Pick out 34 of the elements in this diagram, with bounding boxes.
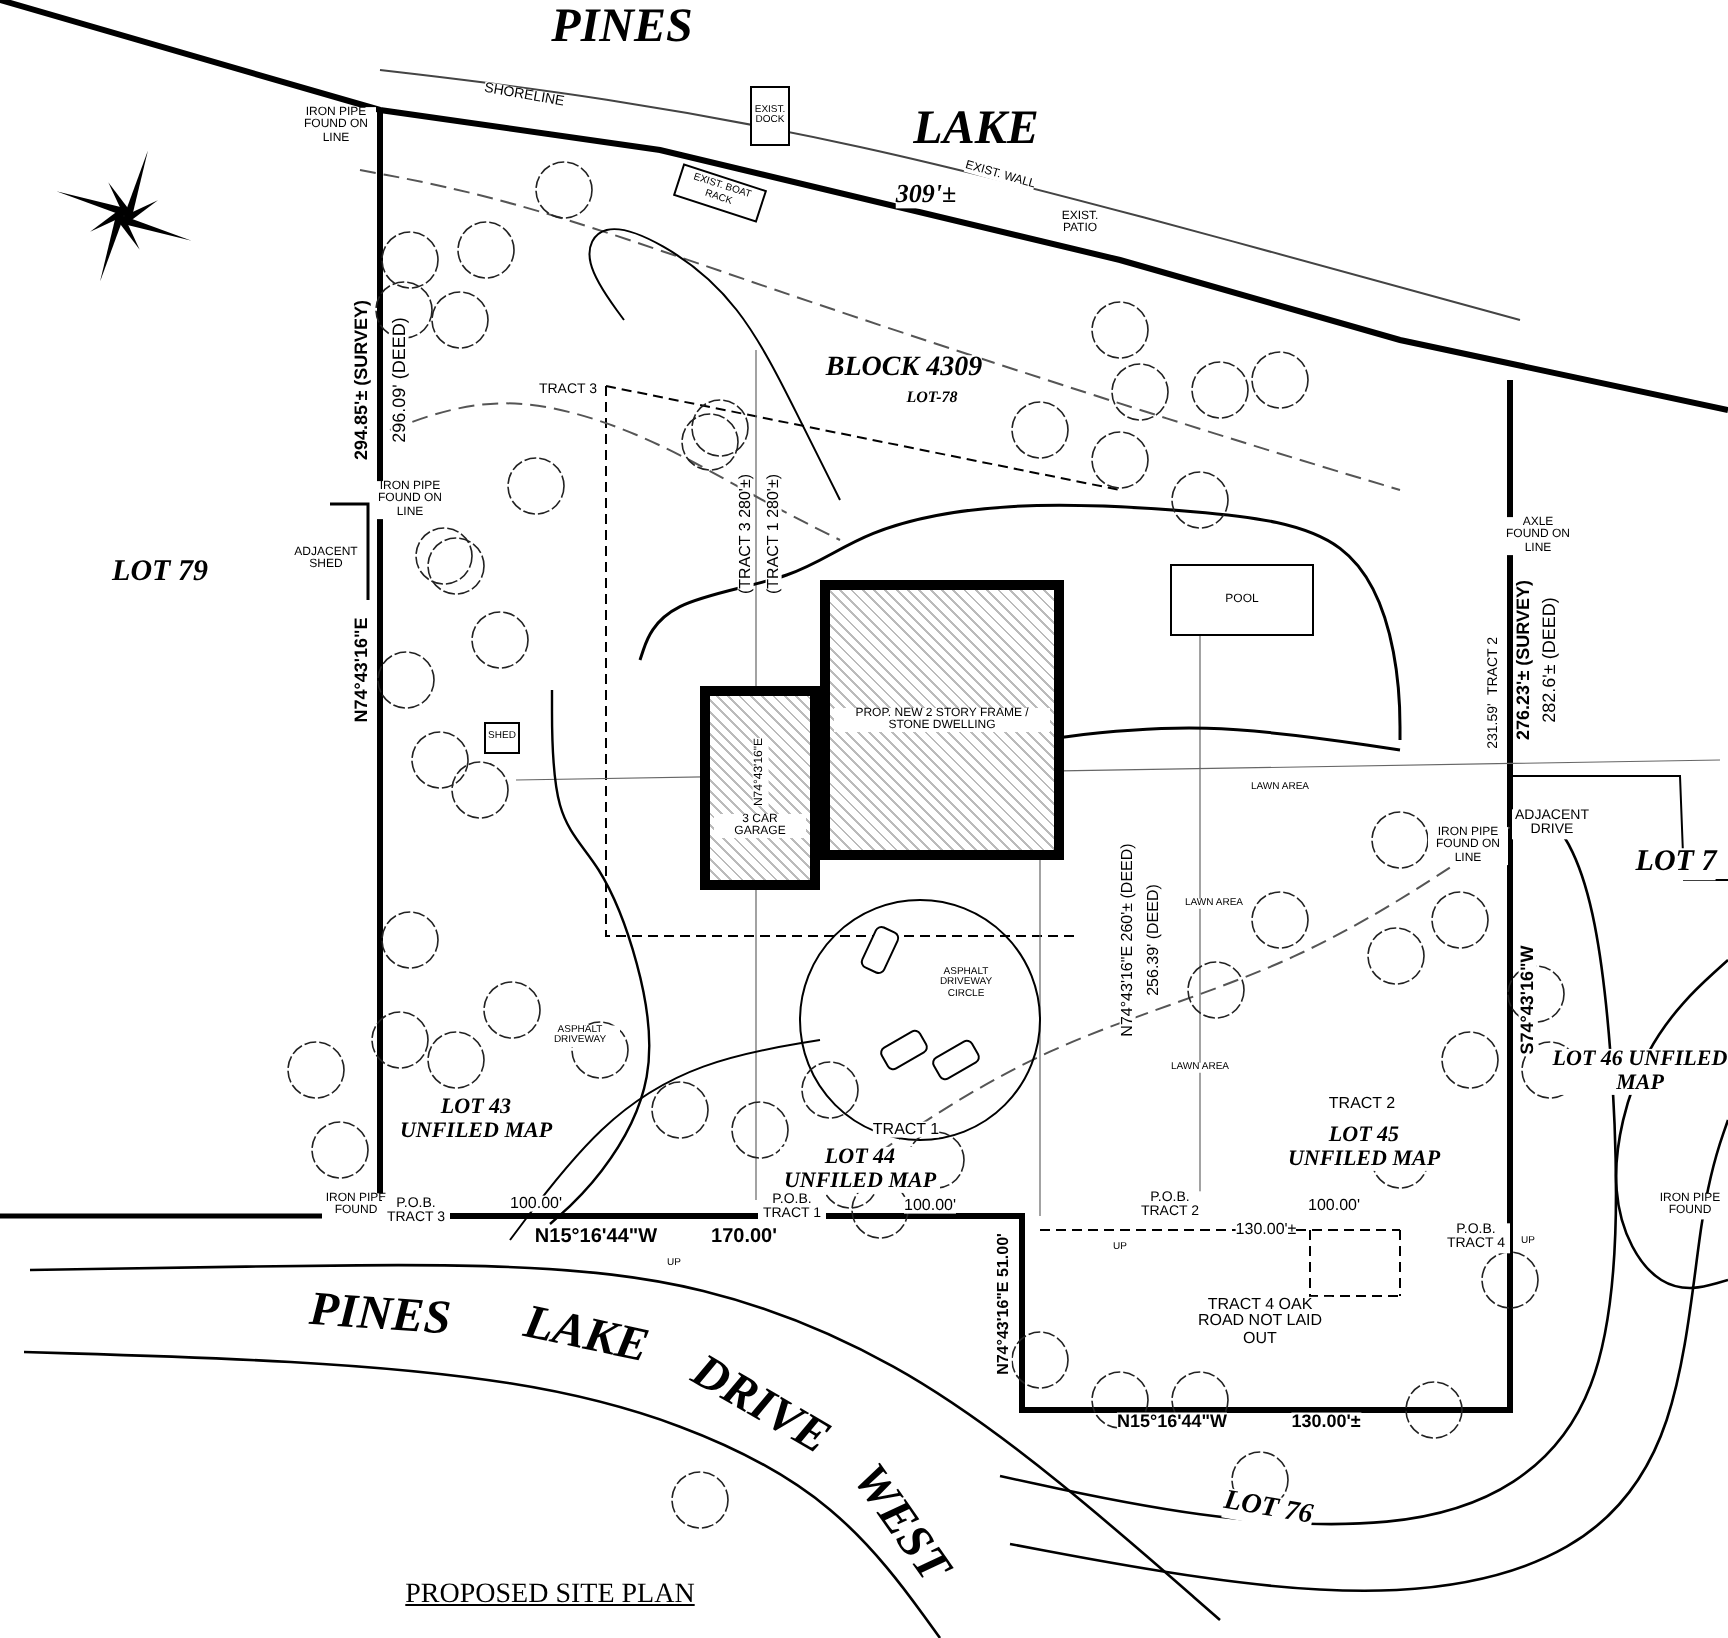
- place-name: LOT 46 UNFILED MAP: [1550, 1048, 1728, 1096]
- dock-box: [750, 86, 790, 146]
- shed-box: [484, 722, 520, 754]
- plan-label: TRACT 2: [1328, 1095, 1396, 1113]
- bearing-label: 294.85'± (SURVEY): [352, 300, 372, 460]
- plan-label: 100.00': [510, 1195, 562, 1213]
- plan-label: 256.39' (DEED): [1145, 884, 1163, 996]
- plan-label: (TRACT 1 280'±): [765, 474, 783, 594]
- place-name: LOT 45 UNFILED MAP: [1284, 1124, 1444, 1172]
- place-name: LOT-78: [906, 389, 958, 407]
- plan-label: 130.00'±: [1235, 1221, 1297, 1239]
- bearing-label: N15°16'44"W: [534, 1227, 658, 1249]
- plan-label: 100.00': [904, 1197, 956, 1215]
- pool-box: [1170, 564, 1314, 636]
- bearing-label: 276.23'± (SURVEY): [1514, 580, 1534, 740]
- place-name: LOT 43 UNFILED MAP: [396, 1096, 556, 1144]
- plan-label: 296.09' (DEED): [390, 317, 410, 443]
- bearing-label: N74°43'16"E: [352, 617, 372, 723]
- dwelling-building: [820, 580, 1064, 860]
- bearing-label: 130.00'±: [1291, 1412, 1361, 1432]
- place-name: LOT 44 UNFILED MAP: [780, 1146, 940, 1194]
- place-name: LOT 7: [1635, 848, 1717, 880]
- bearing-label: N15°16'44"W: [1116, 1412, 1228, 1432]
- plan-label: TRACT 1: [872, 1121, 940, 1139]
- bearing-label: S74°43'16"W: [1518, 945, 1538, 1055]
- garage-building: [700, 686, 820, 890]
- bearing-label: N74°43'16"E 51.00': [995, 1233, 1013, 1375]
- plan-label: N74°43'16"E 260'± (DEED): [1119, 843, 1137, 1037]
- plan-label: 100.00': [1308, 1197, 1360, 1215]
- plan-label: 282.6'± (DEED): [1540, 597, 1560, 723]
- place-name: 309'±: [895, 180, 957, 208]
- bearing-label: 170.00': [711, 1227, 777, 1249]
- plan-label: (TRACT 3 280'±): [737, 474, 755, 594]
- plan-title: PROPOSED SITE PLAN: [403, 1580, 697, 1612]
